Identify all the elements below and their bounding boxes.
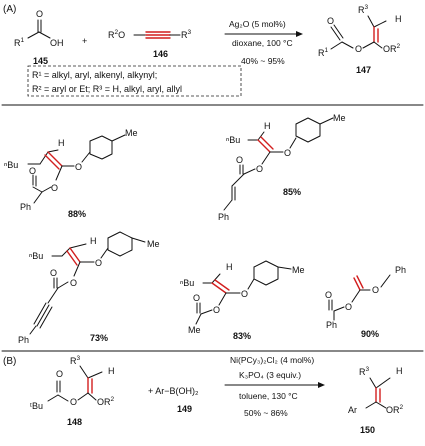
ex1-yield: 88% (68, 209, 86, 219)
ex4-me: Me (292, 265, 305, 275)
section-label-b: (B) (3, 356, 16, 367)
cond-b-solvent: toluene, 130 °C (239, 391, 298, 401)
ex4-acyl: Me (188, 325, 201, 335)
ex3-nbu: ⁿBu (29, 251, 43, 261)
ex5-aryl: Ph (395, 265, 406, 275)
compound-label-149: 149 (177, 404, 192, 414)
ex4-h: H (226, 262, 233, 272)
compound-label-150: 150 (360, 425, 375, 435)
ex2-ester-o: O (256, 164, 263, 174)
example-3: ⁿBu H O Me O O Ph 73% (18, 231, 160, 345)
compound-label-148: 148 (67, 417, 82, 427)
r148-or2: OR2 (97, 396, 115, 407)
ex3-acyl: Ph (18, 335, 29, 345)
ex1-carbonyl-o: O (29, 166, 36, 176)
p147-carbonyl-o: O (327, 16, 334, 26)
p147-r3: R3 (358, 4, 369, 15)
ex1-nbu: ⁿBu (4, 160, 18, 170)
reagent-146: R2O R3 146 (108, 29, 192, 59)
p150-or2: OR2 (386, 404, 404, 415)
ex2-nbu: ⁿBu (226, 135, 240, 145)
cond-b-catalyst: Ni(PCy₃)₂Cl₂ (4 mol%) (230, 355, 314, 365)
ex4-carbonyl-o: O (193, 293, 200, 303)
ex3-ester-o: O (70, 278, 77, 288)
scope-line-1: R¹ = alkyl, aryl, alkenyl, alkynyl; (32, 70, 157, 80)
scope-note-box (27, 65, 242, 97)
ex2-acyl: Ph (218, 212, 229, 222)
reagent-148: R3 H OR2 O O ᵗBu 148 (30, 355, 115, 427)
ex5-yield: 90% (361, 329, 379, 339)
cond-a-solvent: dioxane, 100 °C (232, 38, 293, 48)
section-label-a: (A) (3, 4, 16, 15)
r148-carbonyl-o: O (56, 369, 63, 379)
r148-tbu: ᵗBu (30, 401, 43, 411)
ynol-r2o: R2O (108, 29, 125, 40)
ex3-me: Me (147, 239, 160, 249)
acid-oh: OH (50, 38, 64, 48)
p150-r3: R3 (359, 366, 370, 377)
ex3-h: H (90, 236, 97, 246)
ex5-aryl-o: O (372, 285, 379, 295)
product-147: R3 H OR2 O O R1 147 (318, 4, 402, 75)
ex4-ester-o: O (213, 305, 220, 315)
ex2-h: H (264, 121, 271, 131)
ex1-h: H (58, 138, 65, 148)
plus-sign-a: + (82, 36, 87, 46)
example-5: Ph O O O Ph 90% (325, 265, 406, 339)
ex2-aryl-o: O (284, 148, 291, 158)
ex1-me: Me (125, 128, 138, 138)
r148-ester-o: O (70, 397, 77, 407)
compound-label-147: 147 (356, 65, 371, 75)
ex4-nbu: ⁿBu (180, 278, 194, 288)
ex3-carbonyl-o: O (50, 268, 57, 278)
cond-b-base: K₃PO₄ (3 equiv.) (239, 370, 301, 380)
cond-b-yield: 50% ~ 86% (244, 408, 288, 418)
ex2-carbonyl-o: O (236, 155, 243, 165)
r148-r3: R3 (70, 355, 81, 366)
ex4-yield: 83% (233, 331, 251, 341)
cond-a-yield: 40% ~ 95% (241, 56, 285, 66)
scope-line-2: R² = aryl or Et; R³ = H, alkyl, aryl, al… (32, 84, 182, 94)
ex2-yield: 85% (283, 187, 301, 197)
p150-ar: Ar (348, 405, 357, 415)
r148-h: H (108, 366, 115, 376)
ex3-yield: 73% (90, 333, 108, 343)
reagent-145: O R1 OH 145 (14, 9, 64, 66)
p147-or2: OR2 (383, 43, 401, 54)
reaction-arrow-a: Ag₂O (5 mol%) dioxane, 100 °C 40% ~ 95% (224, 19, 303, 66)
plus-boronic-acid: + Ar−B(OH)₂ (148, 386, 199, 396)
p147-r1: R1 (318, 47, 329, 58)
cond-a-catalyst: Ag₂O (5 mol%) (229, 19, 286, 29)
acid-r1: R1 (14, 37, 25, 48)
compound-label-146: 146 (153, 49, 168, 59)
product-150: R3 H OR2 Ar 150 (348, 366, 404, 435)
ex2-me: Me (333, 113, 346, 123)
ex3-aryl-o: O (95, 258, 102, 268)
example-4: ⁿBu H O Me O O Me 83% (180, 260, 305, 341)
ex5-carbonyl-o: O (325, 290, 332, 300)
ex1-acyl: Ph (20, 202, 31, 212)
ex1-aryl-o: O (75, 162, 82, 172)
reaction-arrow-b: Ni(PCy₃)₂Cl₂ (4 mol%) K₃PO₄ (3 equiv.) t… (224, 355, 325, 418)
ex4-aryl-o: O (241, 289, 248, 299)
p150-h: H (396, 366, 403, 376)
ex5-acyl: Ph (326, 320, 337, 330)
ex5-ester-o: O (345, 302, 352, 312)
example-1: ⁿBu H O Me O O Ph 88% (4, 128, 138, 219)
acid-carbonyl-o: O (36, 9, 43, 19)
example-2: ⁿBu H O Me O O Ph 85% (218, 113, 346, 222)
ynol-r3: R3 (181, 29, 192, 40)
compound-label-145: 145 (33, 56, 48, 66)
ex1-ester-o: O (51, 183, 58, 193)
p147-h: H (395, 14, 402, 24)
p147-ester-o: O (355, 44, 362, 54)
